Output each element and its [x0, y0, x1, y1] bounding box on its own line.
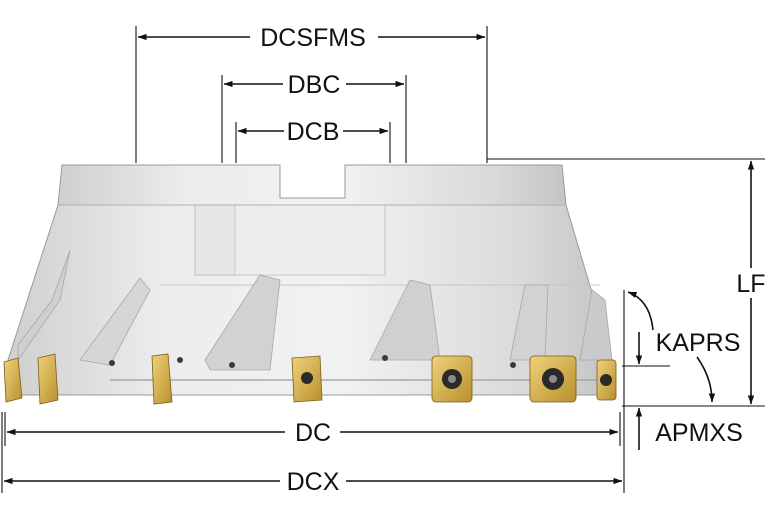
dimension-kaprs: KAPRS — [627, 291, 741, 403]
label-dcx: DCX — [287, 468, 340, 496]
dimension-dcb: DCB — [237, 118, 389, 146]
insert — [3, 357, 23, 403]
coolant-hole — [510, 362, 516, 368]
label-dc: DC — [295, 419, 331, 447]
label-kaprs: KAPRS — [656, 329, 741, 357]
dimension-dbc: DBC — [223, 71, 405, 99]
dimension-lf: LF — [736, 160, 766, 405]
chip-pocket — [204, 274, 281, 371]
dimension-dcsfms: DCSFMS — [137, 24, 486, 52]
label-lf: LF — [736, 270, 765, 298]
dimension-dcx: DCX — [3, 468, 623, 496]
label-dbc: DBC — [288, 71, 341, 99]
chip-pocket — [369, 279, 441, 361]
label-apmxs: APMXS — [655, 419, 743, 447]
chip-pocket — [17, 249, 71, 362]
dimension-apmxs: APMXS — [635, 332, 743, 450]
cutter-top-hub — [57, 164, 567, 206]
inserts — [3, 353, 617, 405]
coolant-hole — [109, 360, 115, 366]
cutter-body — [7, 164, 613, 396]
coolant-hole — [177, 357, 183, 363]
insert-screw-icon — [600, 374, 612, 386]
insert-screw-icon — [301, 372, 313, 384]
insert — [37, 353, 59, 405]
insert — [151, 353, 173, 405]
coolant-hole — [229, 362, 235, 368]
dimension-dc: DC — [6, 419, 619, 447]
chip-pocket — [79, 277, 151, 366]
label-dcb: DCB — [287, 118, 340, 146]
center-bore-inner — [234, 204, 386, 276]
extension-lines — [1, 26, 765, 493]
coolant-hole — [382, 355, 388, 361]
label-dcsfms: DCSFMS — [260, 24, 366, 52]
